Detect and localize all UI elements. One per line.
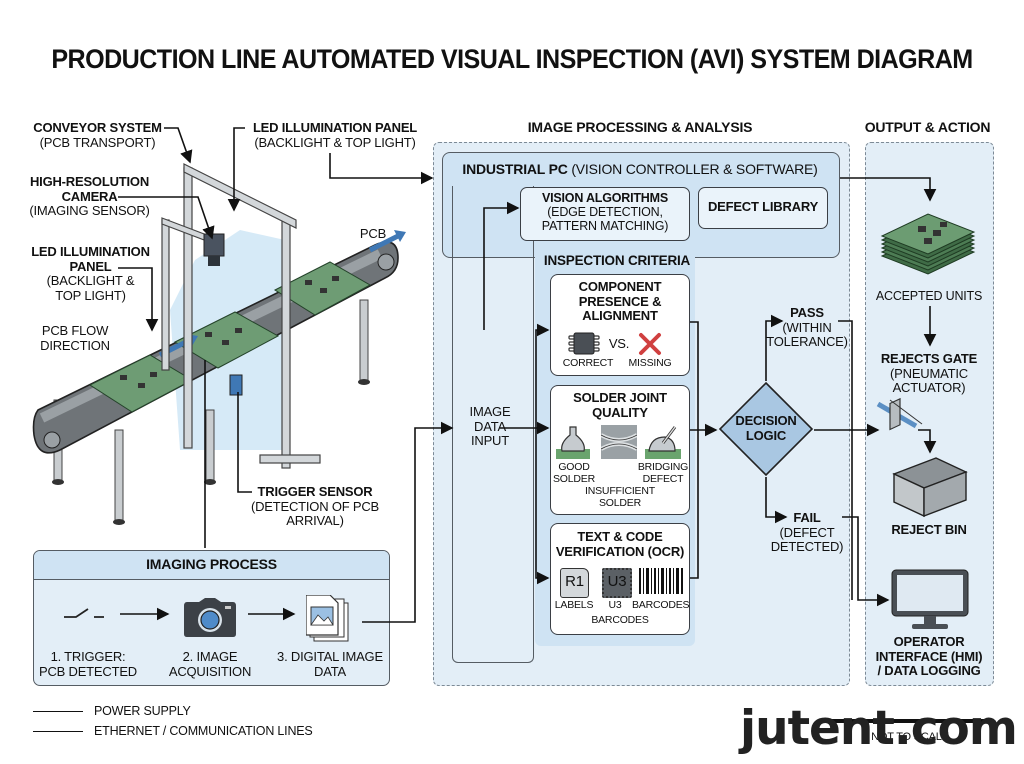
vision-algorithms-label: VISION ALGORITHMS (EDGE DETECTION, PATTE… <box>541 191 669 233</box>
camera-pointer <box>118 196 215 240</box>
scale-bar <box>820 719 992 723</box>
image-file-icon <box>306 595 349 642</box>
not-to-scale-note: NOT TO SCALE <box>871 731 949 743</box>
bridging-defect-label: BRIDGING DEFECT <box>637 461 689 485</box>
conveyor-pointer <box>164 127 193 164</box>
trigger-pointer <box>237 392 252 493</box>
gate-to-bin <box>918 429 937 454</box>
watermark: jutent.com <box>740 701 1018 756</box>
step-2-label: 2. IMAGE ACQUISITION <box>168 649 252 679</box>
switch-icon <box>64 608 104 618</box>
digital-to-processing <box>362 421 454 623</box>
bridging-icon <box>601 425 637 459</box>
component-presence-title: COMPONENT PRESENCE & ALIGNMENT <box>578 279 662 324</box>
pass-label: PASS (WITHIN TOLERANCE) <box>766 305 848 350</box>
barcode-icon <box>639 568 683 594</box>
hmi-label: OPERATOR INTERFACE (HMI) / DATA LOGGING <box>875 634 983 679</box>
barcodes-label: BARCODES <box>632 599 690 611</box>
pc-to-accepted <box>840 177 937 202</box>
accepted-units-label: ACCEPTED UNITS <box>875 289 983 303</box>
step-3-label: 3. DIGITAL IMAGE DATA <box>277 649 383 679</box>
inspection-criteria-title: INSPECTION CRITERIA <box>543 253 691 268</box>
solder-joint-title: SOLDER JOINT QUALITY <box>573 390 667 420</box>
legend-line-ethernet <box>33 731 83 732</box>
imaging-process-header-bg <box>34 551 389 580</box>
led-top-pointer <box>227 127 245 212</box>
led-panel-side-label: LED ILLUMINATION PANEL (BACKLIGHT & TOP … <box>31 244 150 303</box>
vision-algorithms-box[interactable] <box>520 187 690 241</box>
good-solder-icon <box>556 426 590 459</box>
decision-to-pass <box>765 314 784 381</box>
good-solder-label: GOOD SOLDER <box>553 461 595 485</box>
insufficient-solder-label: INSUFFICIENT SOLDER <box>585 485 655 509</box>
led-side-pointer <box>118 267 159 332</box>
conveyor-illustration <box>32 163 406 525</box>
missing-x-icon <box>639 333 661 355</box>
label-r1-icon: R1 <box>560 568 589 598</box>
page-title: PRODUCTION LINE AUTOMATED VISUAL INSPECT… <box>51 44 973 74</box>
component-presence-box[interactable] <box>550 274 690 376</box>
trigger-sensor-label: TRIGGER SENSOR (DETECTION OF PCB ARRIVAL… <box>250 484 380 529</box>
industrial-pc-title-bold: INDUSTRIAL PC <box>462 161 568 177</box>
defect-library-box[interactable] <box>698 187 828 229</box>
u3-label: U3 <box>608 599 622 611</box>
chip-icon <box>568 332 600 355</box>
decision-diamond[interactable] <box>718 381 814 477</box>
input-to-vision <box>483 201 520 330</box>
barcodes-label-2: BARCODES <box>591 614 649 626</box>
reject-bin-icon <box>892 457 968 518</box>
step-1-label: 1. TRIGGER: PCB DETECTED <box>38 649 137 679</box>
pcb-stack-icon <box>880 213 976 275</box>
industrial-pc-title: INDUSTRIAL PC (VISION CONTROLLER & SOFTW… <box>442 161 838 178</box>
legend-ethernet-label: ETHERNET / COMMUNICATION LINES <box>94 724 313 738</box>
decision-to-fail <box>765 477 788 524</box>
defect-library-label: DEFECT LIBRARY <box>707 199 819 214</box>
output-section-title: OUTPUT & ACTION <box>864 119 991 135</box>
pneumatic-actuator-icon <box>876 397 923 431</box>
missing-label: MISSING <box>628 357 672 369</box>
camera-label: HIGH-RESOLUTION CAMERA (IMAGING SENSOR) <box>29 174 150 219</box>
legend-line-power <box>33 711 83 712</box>
vs-label: VS. <box>608 336 630 351</box>
conveyor-system-label: CONVEYOR SYSTEM (PCB TRANSPORT) <box>33 120 162 150</box>
insufficient-solder-icon <box>645 426 681 459</box>
image-data-input-label: IMAGE DATA INPUT <box>469 404 511 449</box>
pcb-flow-label: PCB FLOW DIRECTION <box>40 323 110 353</box>
fail-to-hmi <box>842 516 890 607</box>
decision-logic-label: DECISION LOGIC <box>735 413 797 443</box>
imaging-process-header: IMAGING PROCESS <box>146 556 277 572</box>
legend-power-label: POWER SUPPLY <box>94 704 191 718</box>
monitor-icon <box>891 569 969 629</box>
pcb-label: PCB <box>359 226 387 241</box>
chip-u3-icon: U3 <box>602 568 632 598</box>
fail-label: FAIL (DEFECT DETECTED) <box>770 510 844 555</box>
led-to-pc-arrow <box>329 153 434 185</box>
rejects-gate-label: REJECTS GATE (PNEUMATIC ACTUATOR) <box>880 351 978 396</box>
labels-label: LABELS <box>554 599 594 611</box>
industrial-pc-title-rest: (VISION CONTROLLER & SOFTWARE) <box>567 161 818 177</box>
ocr-title: TEXT & CODE VERIFICATION (OCR) <box>555 529 685 559</box>
camera-icon <box>184 598 236 637</box>
correct-label: CORRECT <box>562 357 614 369</box>
input-to-criteria <box>500 323 550 429</box>
reject-bin-label: REJECT BIN <box>891 522 967 537</box>
processing-section-title: IMAGE PROCESSING & ANALYSIS <box>527 119 753 135</box>
led-panel-top-label: LED ILLUMINATION PANEL (BACKLIGHT & TOP … <box>252 120 418 150</box>
